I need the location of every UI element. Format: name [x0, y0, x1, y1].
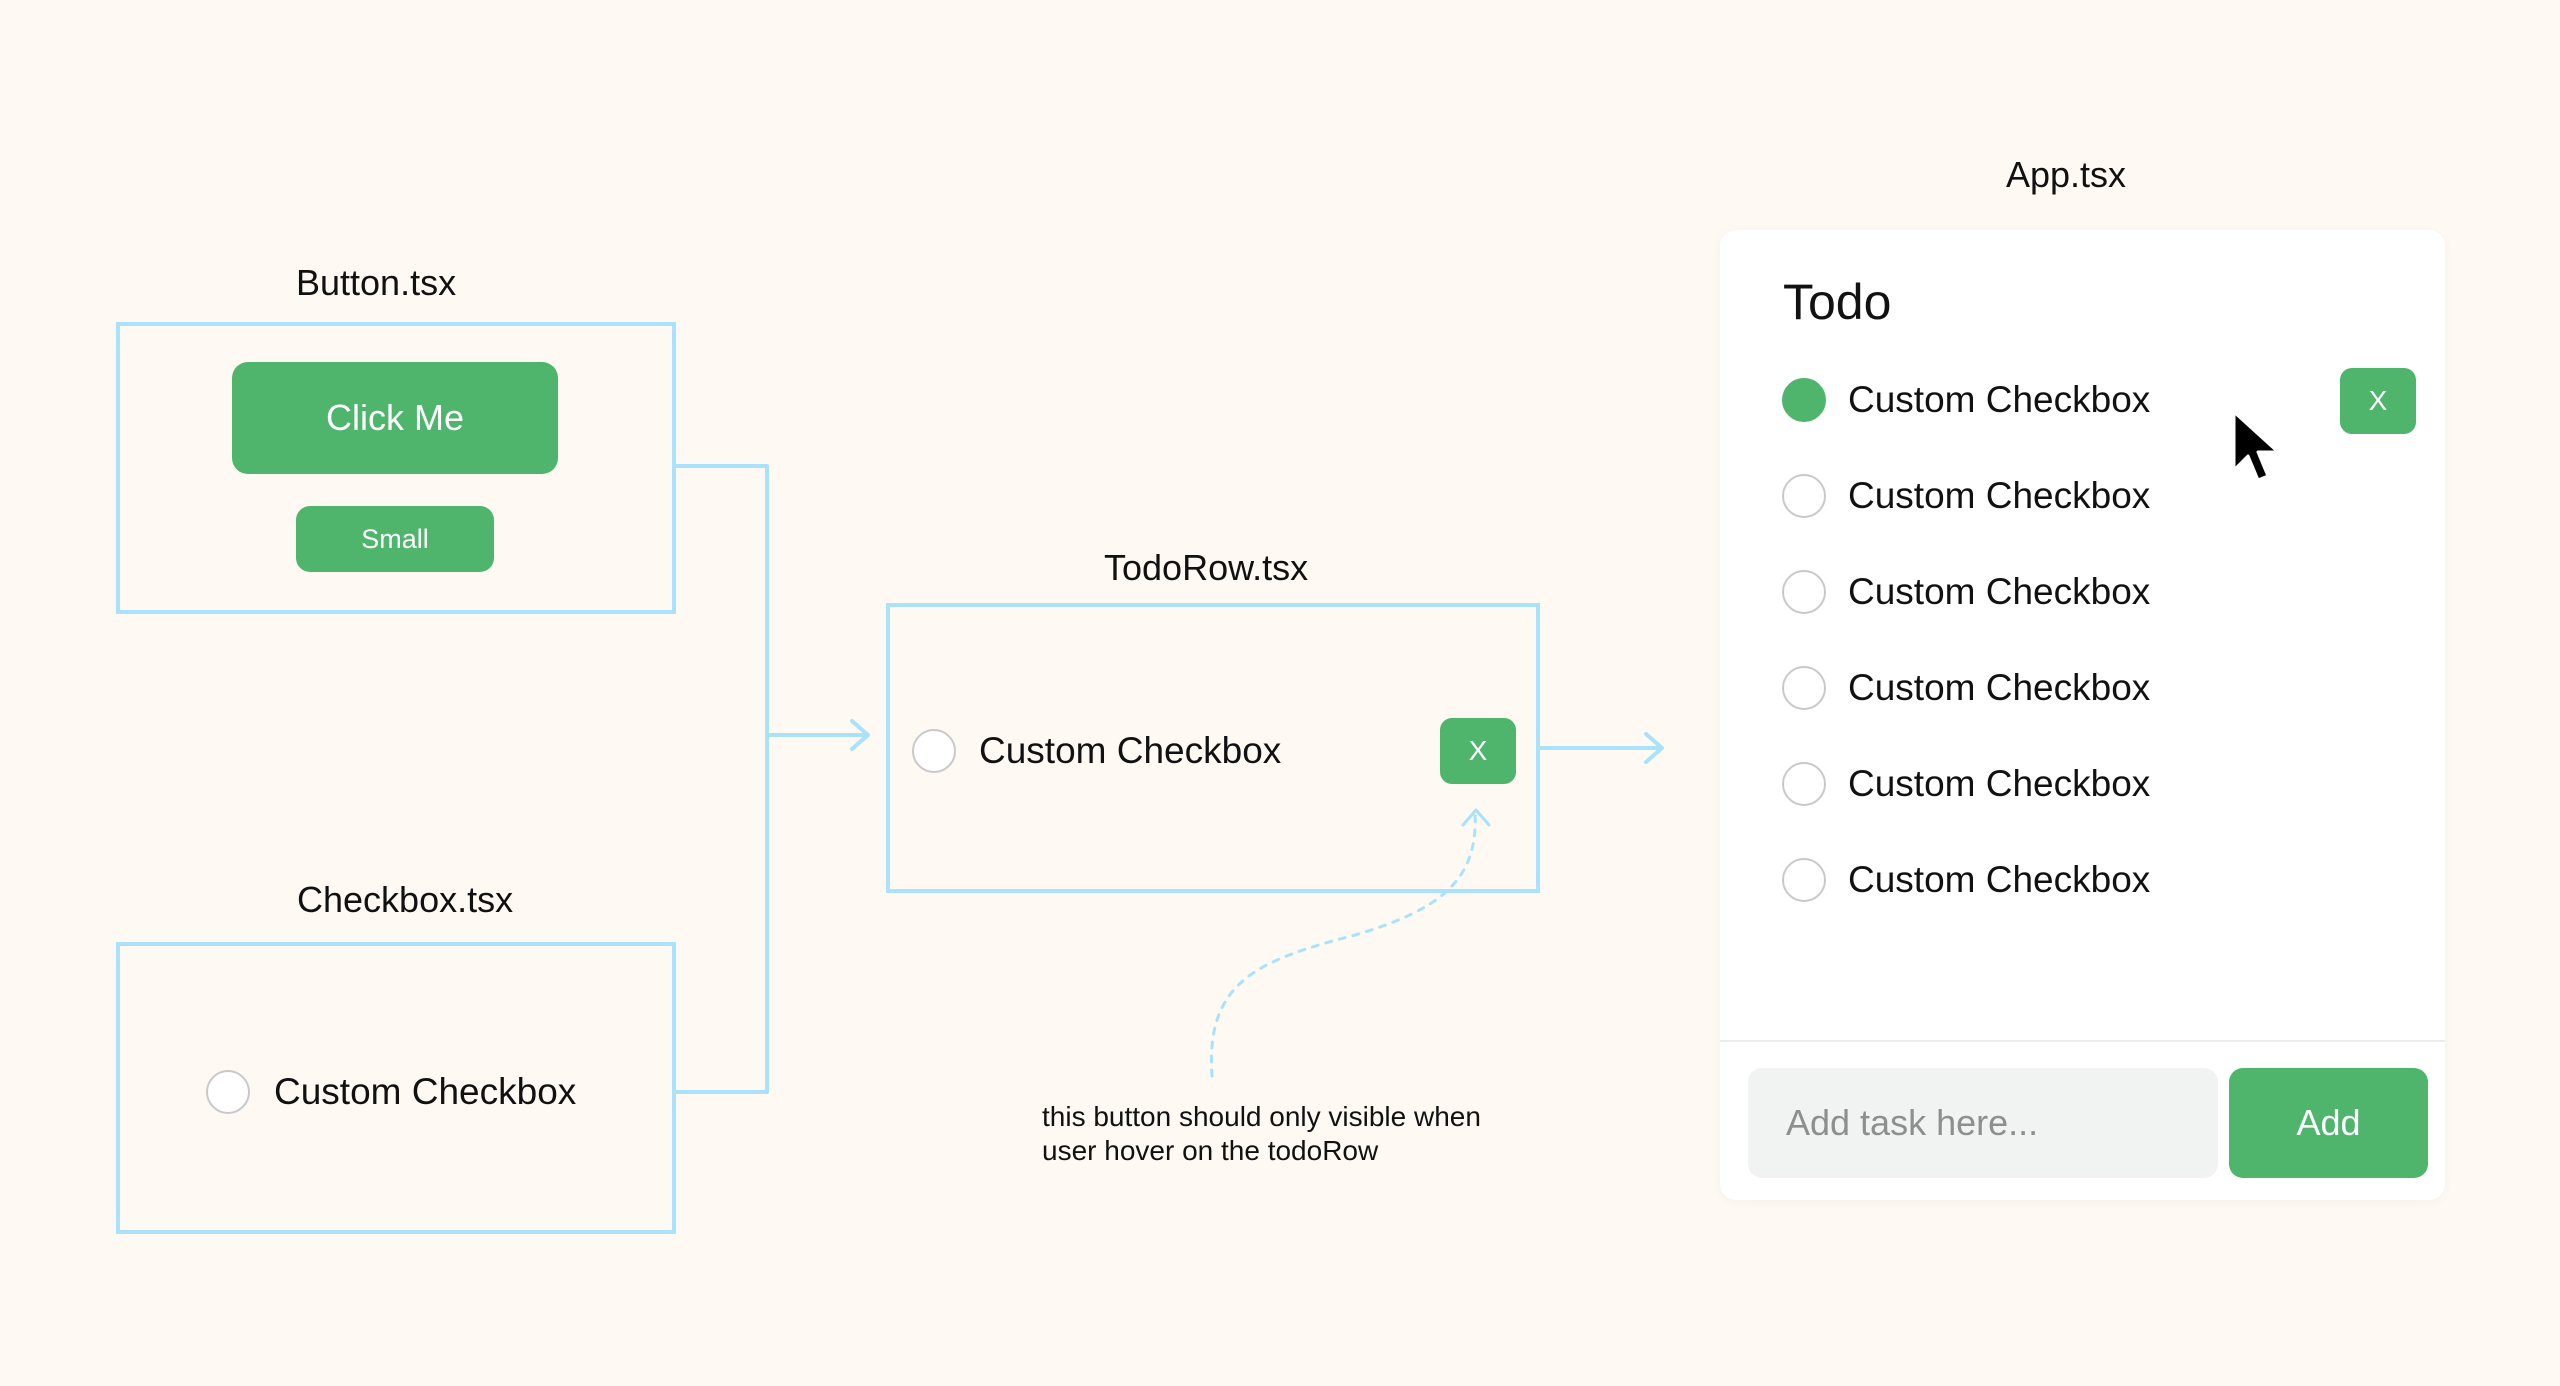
small-button[interactable]: Small — [296, 506, 494, 572]
arrowhead-todorow — [850, 719, 870, 751]
todo-label-1: Custom Checkbox — [1848, 379, 2151, 420]
todo-row-3[interactable]: Custom Checkbox — [1720, 570, 2445, 620]
add-task-button[interactable]: Add — [2229, 1068, 2428, 1178]
mouse-pointer-icon — [2232, 410, 2280, 482]
checkbox-component-title: Checkbox.tsx — [297, 879, 514, 920]
add-task-input[interactable] — [1748, 1068, 2218, 1178]
todo-label-4: Custom Checkbox — [1848, 667, 2151, 708]
todo-checkbox-5[interactable] — [1782, 762, 1826, 806]
button-component-title: Button.tsx — [296, 262, 457, 303]
card-divider — [1720, 1040, 2445, 1042]
todo-checkbox-6[interactable] — [1782, 858, 1826, 902]
hover-annotation-note: this button should only visible when use… — [1042, 1101, 1481, 1166]
connector-button-to-todorow — [673, 464, 769, 1094]
todo-label-5: Custom Checkbox — [1848, 763, 2151, 804]
todo-row-4[interactable]: Custom Checkbox — [1720, 666, 2445, 716]
todorow-checkbox-label: Custom Checkbox — [979, 730, 1282, 771]
todo-delete-button[interactable]: X — [2340, 368, 2416, 434]
todo-label-3: Custom Checkbox — [1848, 571, 2151, 612]
checkbox-radio[interactable] — [206, 1070, 250, 1114]
todo-label-6: Custom Checkbox — [1848, 859, 2151, 900]
checkbox-component-frame: Custom Checkbox — [116, 942, 676, 1234]
todorow-component-title: TodoRow.tsx — [1104, 547, 1309, 588]
checkbox-label: Custom Checkbox — [274, 1071, 577, 1112]
todo-app-card: Todo Custom Checkbox Custom Checkbox Cus… — [1720, 230, 2445, 1200]
todo-heading: Todo — [1783, 274, 1892, 330]
todo-row-2[interactable]: Custom Checkbox — [1720, 474, 2445, 524]
todo-checkbox-2[interactable] — [1782, 474, 1826, 518]
button-component-frame: Click Me Small — [116, 322, 676, 614]
todo-label-2: Custom Checkbox — [1848, 475, 2151, 516]
todo-row-5[interactable]: Custom Checkbox — [1720, 762, 2445, 812]
click-me-button[interactable]: Click Me — [232, 362, 558, 474]
todo-checkbox-3[interactable] — [1782, 570, 1826, 614]
todorow-component-frame: Custom Checkbox X — [886, 603, 1540, 893]
arrowhead-app — [1644, 732, 1664, 764]
todo-checkbox-4[interactable] — [1782, 666, 1826, 710]
todo-row-1[interactable]: Custom Checkbox — [1720, 378, 2445, 428]
app-component-title: App.tsx — [2006, 154, 2127, 195]
todorow-delete-button[interactable]: X — [1440, 718, 1516, 784]
todo-checkbox-1[interactable] — [1782, 378, 1826, 422]
todo-row-6[interactable]: Custom Checkbox — [1720, 858, 2445, 908]
todorow-checkbox-radio[interactable] — [912, 729, 956, 773]
